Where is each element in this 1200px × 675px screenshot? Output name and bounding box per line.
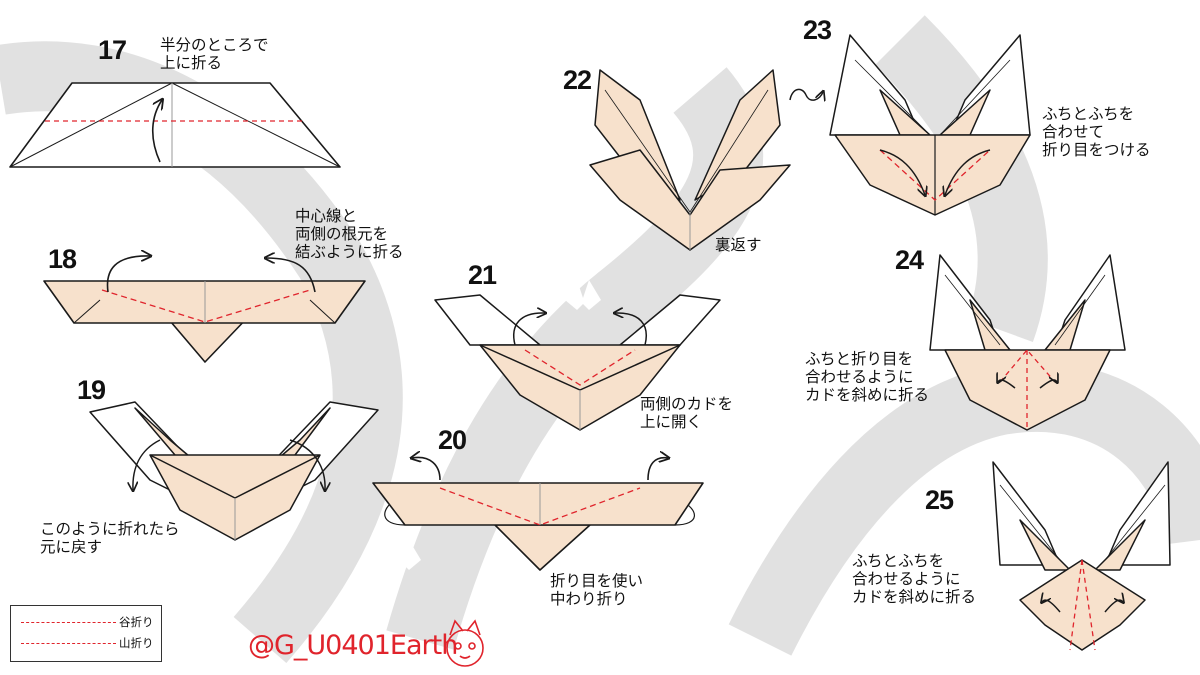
step-25-caption: ふちとふちを 合わせるように カドを斜めに折る: [852, 552, 977, 606]
step-23-number: 23: [803, 15, 832, 45]
step-17-caption: 半分のところで 上に折る: [160, 36, 269, 72]
step-21-caption: 両側のカドを 上に開く: [640, 395, 734, 431]
step-24-figure: [929, 254, 1126, 431]
step-22-caption: 裏返す: [715, 236, 762, 254]
step-19-caption: このように折れたら 元に戻す: [40, 520, 180, 556]
step-18-number: 18: [48, 244, 77, 274]
cat-doodle-icon: [446, 619, 484, 667]
mountain-fold-label: 山折り: [119, 636, 154, 650]
step-19-figure: [89, 401, 379, 541]
step-23-caption: ふちとふちを 合わせて 折り目をつける: [1042, 105, 1151, 159]
step-21-figure: [434, 294, 721, 431]
step-20-figure: [372, 457, 704, 571]
step-22-figure: [589, 69, 823, 251]
step-25-number: 25: [925, 485, 954, 515]
step-24-number: 24: [895, 245, 924, 275]
step-24-caption: ふちと折り目を 合わせるように カドを斜めに折る: [805, 350, 930, 404]
valley-fold-line: [21, 622, 116, 623]
valley-fold-label: 谷折り: [119, 615, 154, 629]
step-22-number: 22: [563, 65, 592, 95]
step-20-caption: 折り目を使い 中わり折り: [550, 572, 644, 608]
fold-legend: 谷折り 山折り: [10, 605, 162, 662]
author-handle: @G_U0401Earth: [248, 630, 458, 661]
step-18-figure: [43, 256, 366, 363]
step-20-number: 20: [438, 425, 467, 455]
step-23-figure: [829, 34, 1031, 216]
step-19-number: 19: [77, 375, 106, 405]
step-25-figure: [992, 461, 1171, 651]
step-18-caption: 中心線と 両側の根元を 結ぶように折る: [295, 207, 404, 261]
step-17-figure: [9, 82, 341, 168]
step-21-number: 21: [468, 260, 497, 290]
step-17-number: 17: [98, 35, 127, 65]
mountain-fold-line: [21, 643, 116, 644]
